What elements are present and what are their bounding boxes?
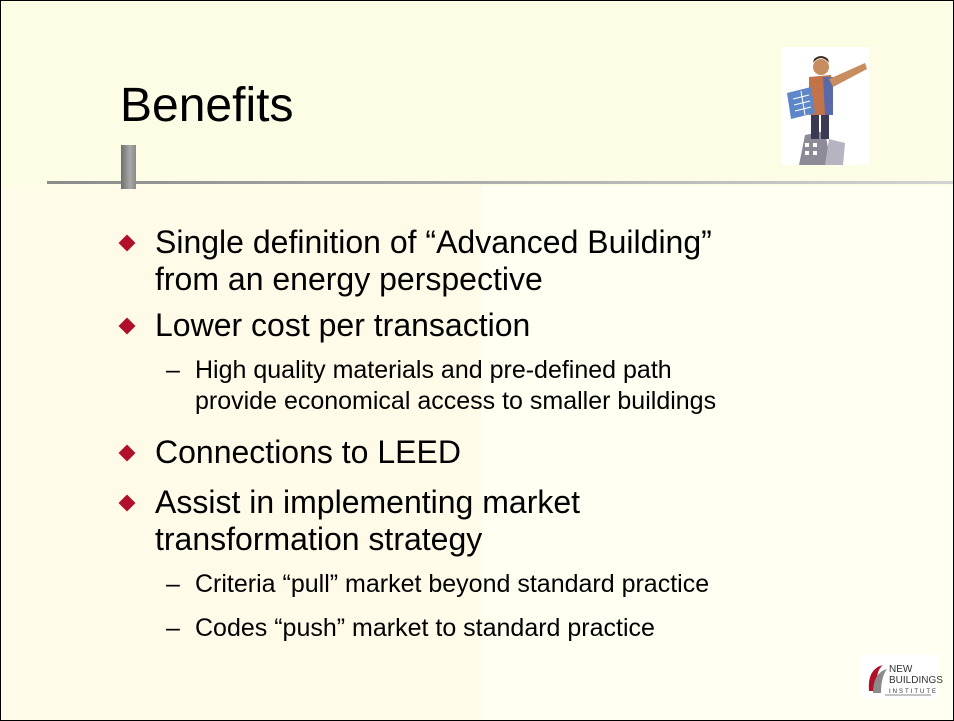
title-underline xyxy=(47,181,953,184)
bullet-text: Single definition of “Advanced Building” xyxy=(155,224,712,260)
logo-text-buildings: BUILDINGS xyxy=(889,675,943,686)
sub-bullet-marker: – xyxy=(166,356,180,384)
bullet-marker xyxy=(118,444,136,462)
bullet-text: Assist in implementing market xyxy=(155,484,581,520)
bullet-text: from an energy perspective xyxy=(155,261,543,297)
bullet-marker xyxy=(118,234,136,252)
sub-bullet-marker: – xyxy=(166,570,180,598)
sub-bullet-text: Codes “push” market to standard practice xyxy=(195,614,655,642)
title-underline-block xyxy=(121,145,136,189)
bullet-text: Connections to LEED xyxy=(155,434,461,470)
sub-bullet-text: provide economical access to smaller bui… xyxy=(195,387,717,415)
background-band-left xyxy=(1,186,481,720)
background-band-right xyxy=(481,186,953,720)
bullet-text: transformation strategy xyxy=(155,521,483,557)
new-buildings-institute-logo xyxy=(861,655,937,699)
sub-bullet-text: Criteria “pull” market beyond standard p… xyxy=(195,570,710,598)
bullet-marker xyxy=(118,317,136,335)
bullet-marker xyxy=(118,494,136,512)
sub-bullet-marker: – xyxy=(166,614,180,642)
bullet-text: Lower cost per transaction xyxy=(155,307,531,343)
logo-text-institute: INSTITUTE xyxy=(889,689,938,695)
slide-title: Benefits xyxy=(120,79,294,132)
man-pointing-with-blueprint-icon xyxy=(781,47,869,165)
logo-text-new: NEW xyxy=(889,664,913,675)
sub-bullet-text: High quality materials and pre-defined p… xyxy=(195,356,672,384)
